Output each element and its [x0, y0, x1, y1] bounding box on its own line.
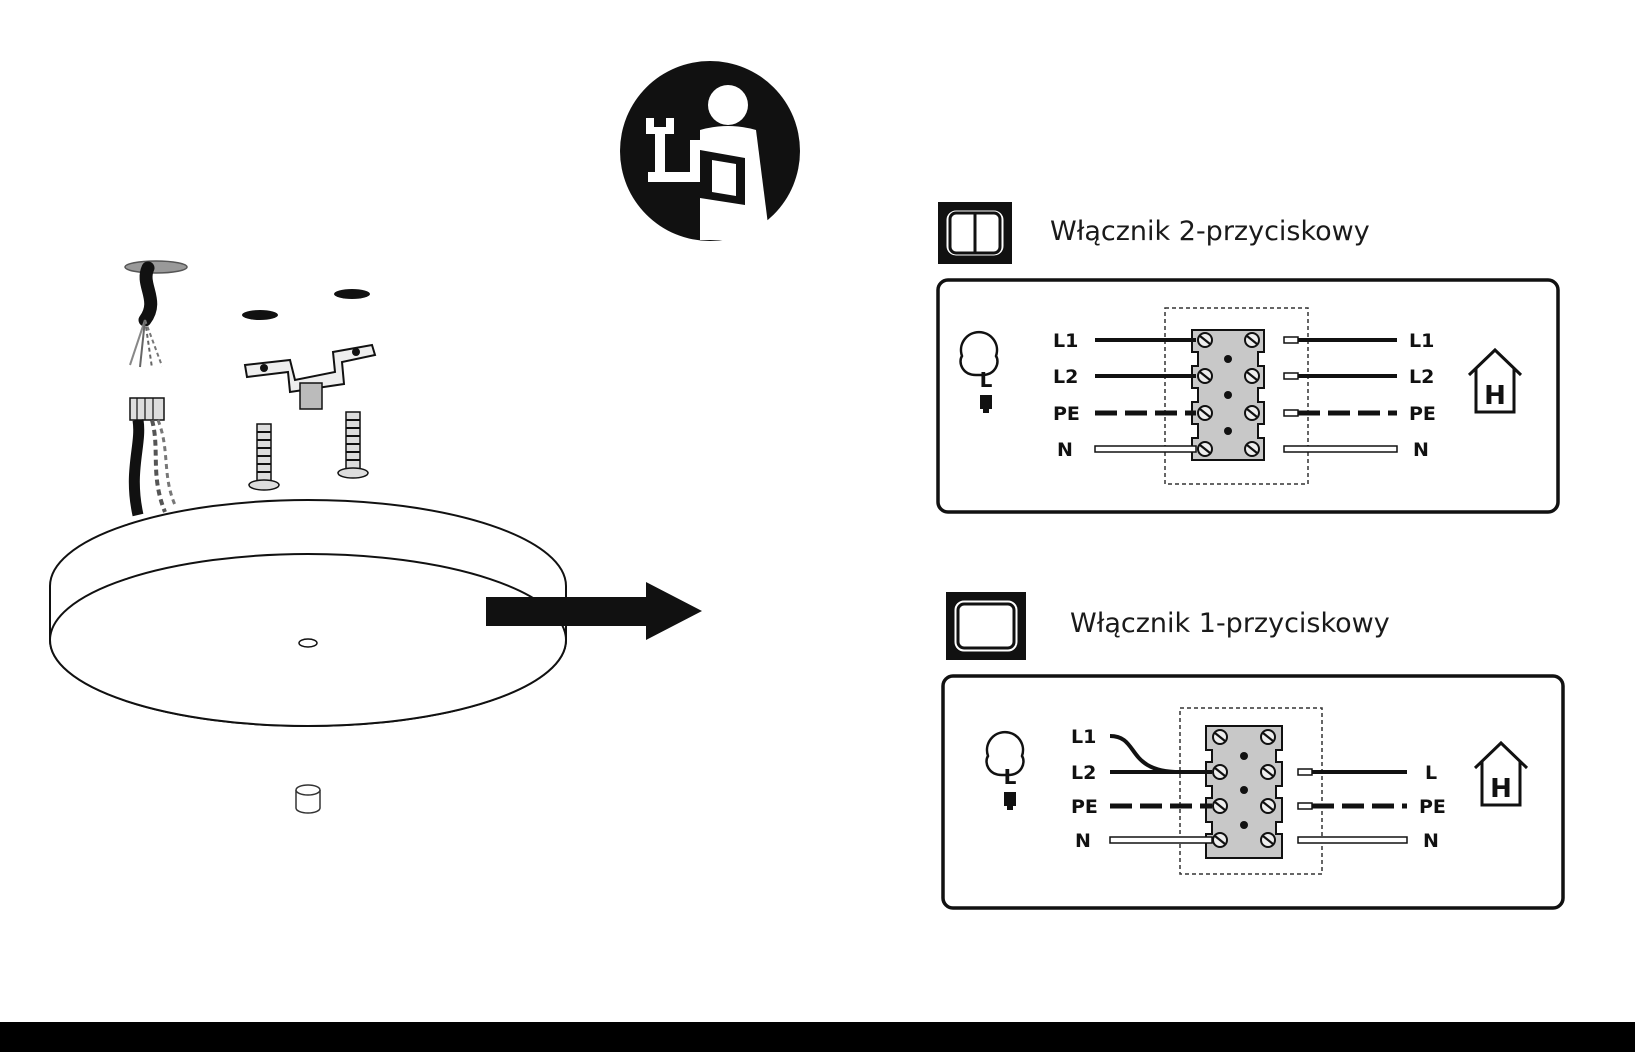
ceiling-mounting-illustration — [124, 260, 377, 517]
left-label-n: N — [1057, 439, 1073, 461]
right-label-l: L — [1425, 762, 1437, 784]
lamp-body — [49, 499, 567, 814]
lamp-symbol: L — [980, 368, 993, 392]
switch-one-button-icon — [946, 592, 1026, 660]
screw-left — [248, 423, 280, 491]
right-label-n: N — [1423, 830, 1439, 852]
wiring-diagram-two-button: L H L1 L2 PE N L1 L2 PE N — [936, 278, 1560, 514]
bottom-bar — [0, 1022, 1635, 1052]
house-symbol: H — [1490, 774, 1512, 804]
left-label-n: N — [1075, 830, 1091, 852]
screw-right — [337, 411, 369, 479]
switch-two-button-icon — [938, 202, 1012, 264]
left-label-pe: PE — [1071, 796, 1098, 818]
left-label-l1: L1 — [1071, 726, 1096, 748]
wiring-diagram-one-button: L H L1 L2 PE N L PE N — [941, 674, 1565, 910]
right-label-pe: PE — [1409, 403, 1436, 425]
right-label-pe: PE — [1419, 796, 1446, 818]
house-icon: H — [1473, 740, 1529, 807]
right-label-n: N — [1413, 439, 1429, 461]
lamp-symbol: L — [1004, 765, 1017, 789]
arrow-right-icon — [486, 582, 702, 640]
lamp-icon: L — [985, 730, 1025, 810]
switch-one-button-title: Włącznik 1-przyciskowy — [1070, 608, 1390, 639]
right-label-l2: L2 — [1409, 366, 1434, 388]
right-label-l1: L1 — [1409, 330, 1434, 352]
left-label-l1: L1 — [1053, 330, 1078, 352]
switch-two-button-title: Włącznik 2-przyciskowy — [1050, 216, 1370, 247]
left-label-l2: L2 — [1071, 762, 1096, 784]
lamp-icon: L — [959, 330, 999, 413]
read-manual-icon — [620, 61, 800, 241]
left-label-l2: L2 — [1053, 366, 1078, 388]
house-icon: H — [1467, 347, 1523, 414]
house-symbol: H — [1484, 381, 1506, 411]
left-label-pe: PE — [1053, 403, 1080, 425]
